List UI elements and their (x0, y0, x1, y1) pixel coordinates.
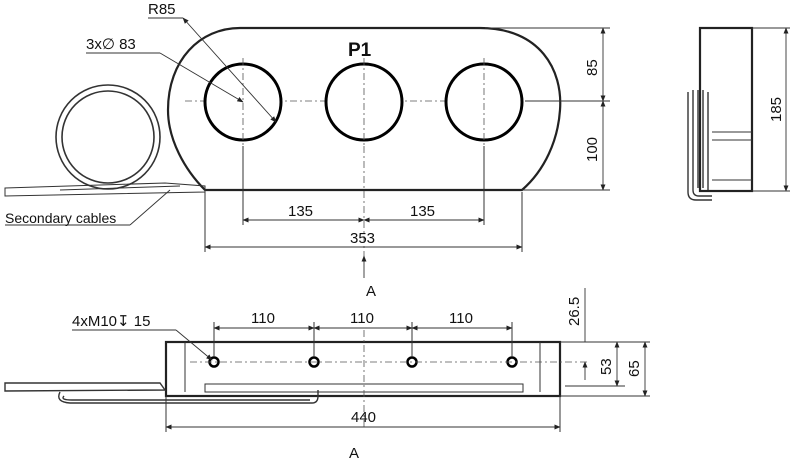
holes-leader-diagonal (159, 52, 244, 103)
dim-total-height: 65 (626, 360, 643, 377)
secondary-cables-label: Secondary cables (5, 210, 116, 226)
dim-lower: 100 (584, 137, 601, 162)
side-view: 185 (687, 26, 790, 201)
view-marker-top: A (366, 283, 376, 300)
radius-label: R85 (148, 1, 176, 18)
thread-leader (175, 329, 213, 361)
dim-depth: 53 (598, 358, 615, 375)
bottom-body-outline (164, 340, 562, 398)
view-marker-bottom: A (349, 445, 359, 462)
dim-height: 185 (768, 97, 785, 122)
top-view: P1 R85 3x∅ 83 85 100 135 135 353 A (4, 1, 610, 300)
dim-upper: 85 (584, 59, 601, 76)
dim-pitch-3: 110 (449, 310, 473, 327)
side-cable-bundle (687, 90, 712, 201)
dim-pitch-2: 110 (350, 310, 374, 327)
dim-spacing-left: 135 (288, 203, 313, 220)
dim-spacing-right: 135 (410, 203, 435, 220)
part-title: P1 (348, 40, 372, 61)
dim-length: 353 (350, 230, 375, 247)
side-body-outline (698, 26, 754, 193)
bottom-view: 4xM10↧ 15 110 110 110 26.5 53 65 440 A (4, 288, 650, 462)
radius-dimension-line (182, 17, 277, 123)
dim-total-length: 440 (351, 409, 376, 426)
secondary-leader (129, 189, 171, 226)
bottom-cable (4, 382, 319, 404)
dim-pitch-1: 110 (251, 310, 275, 327)
secondary-cable-coil (4, 84, 206, 197)
holes-diameter-label: 3x∅ 83 (86, 36, 136, 53)
thread-label: 4xM10↧ 15 (72, 313, 150, 330)
dim-offset: 26.5 (566, 297, 583, 326)
